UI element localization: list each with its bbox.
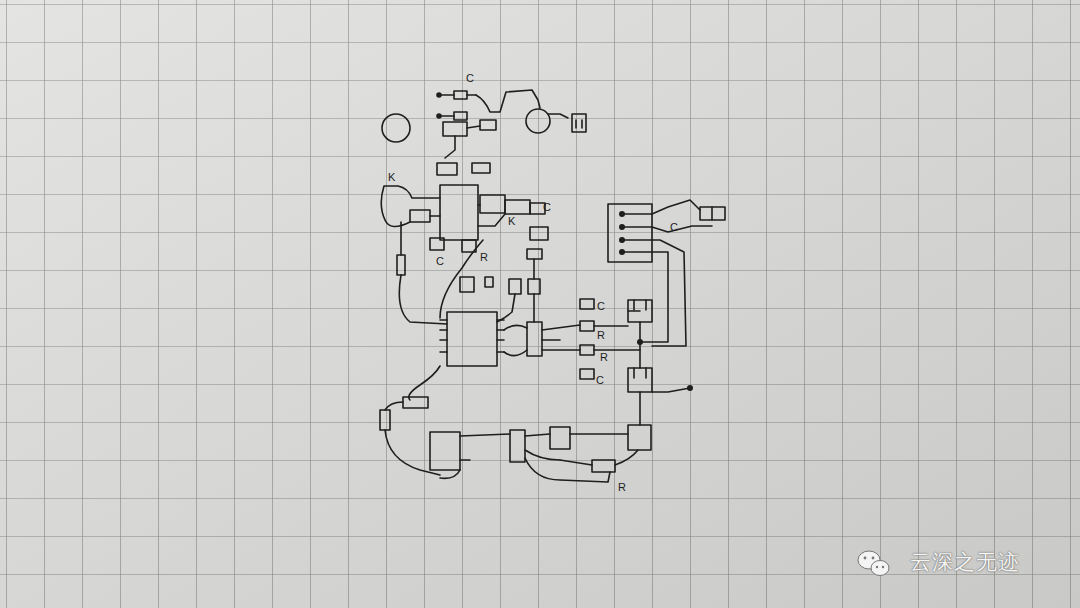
part-label: R (480, 252, 488, 263)
wechat-icon (858, 551, 889, 576)
part-label: C (596, 375, 604, 386)
part-label: K (508, 216, 515, 227)
part-label: K (388, 172, 395, 183)
part-label: C (543, 202, 551, 213)
part-label: R (597, 330, 605, 341)
part-label: C (670, 222, 678, 233)
part-label: R (618, 482, 626, 493)
part-label: C (436, 256, 444, 267)
part-label: C (466, 73, 474, 84)
part-label: R (600, 352, 608, 363)
circuit-drawing (380, 90, 725, 482)
part-label: C (597, 301, 605, 312)
watermark: 云深之无迹 (910, 551, 1020, 572)
